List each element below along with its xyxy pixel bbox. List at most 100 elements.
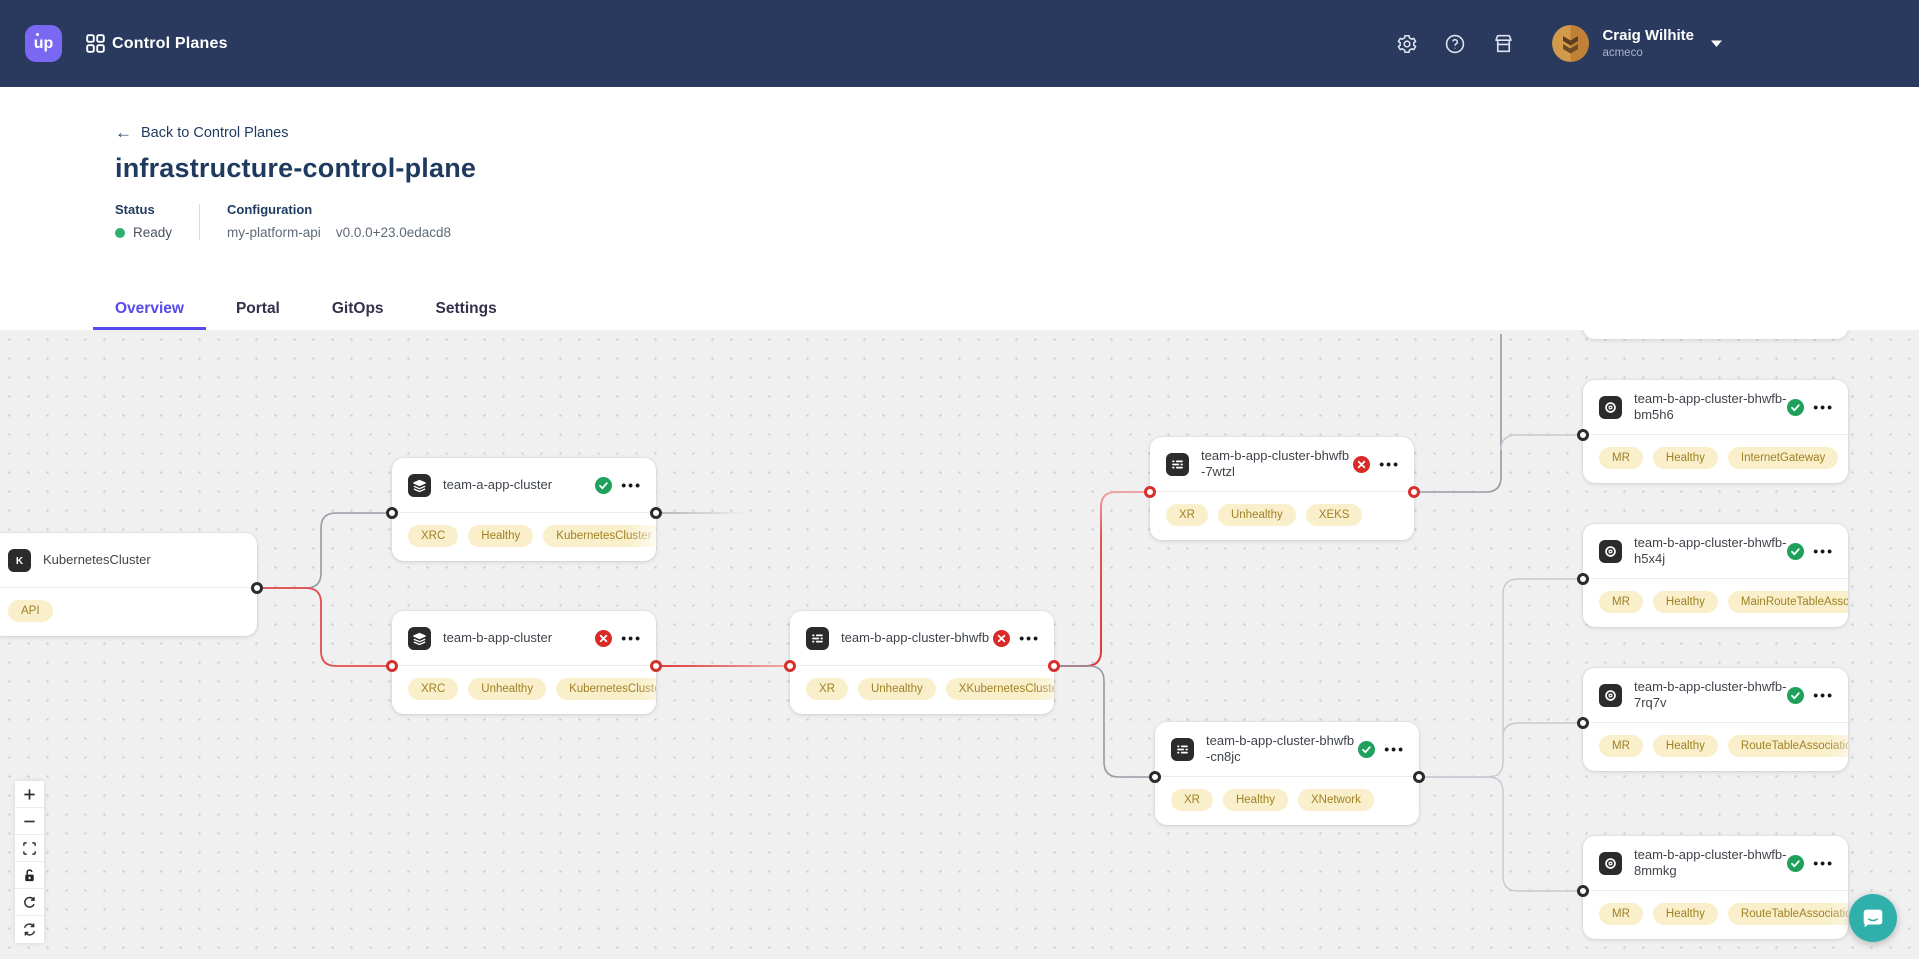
connection-handle-right[interactable] <box>1413 771 1425 783</box>
tab-settings[interactable]: Settings <box>435 300 497 317</box>
healthy-check-icon <box>1358 740 1376 758</box>
healthy-check-icon <box>1787 686 1805 704</box>
edge-layer <box>257 334 1577 892</box>
node-menu-button[interactable]: ••• <box>621 630 642 646</box>
zoom-out-button[interactable] <box>15 808 44 835</box>
badge-healthy: Healthy <box>468 525 534 547</box>
fit-view-button[interactable] <box>15 835 44 862</box>
node-menu-button[interactable]: ••• <box>1813 399 1834 415</box>
unhealthy-x-icon <box>595 629 613 647</box>
badge-mr: MR <box>1599 591 1643 613</box>
connection-handle-left[interactable] <box>1577 429 1589 441</box>
badge-xnetwork: XNetwork <box>1297 789 1374 811</box>
connection-handle-left[interactable] <box>1577 885 1589 897</box>
badge-healthy: Healthy <box>1652 735 1718 757</box>
node-card[interactable]: team-b-app-cluster-bhwfb-8mmkg ••• MR Healt… <box>1583 836 1848 939</box>
node-label: KubernetesCluster <box>43 551 151 567</box>
chat-launcher[interactable] <box>1849 894 1897 942</box>
connection-handle-right[interactable] <box>650 660 662 672</box>
zoom-out-icon <box>22 814 37 829</box>
badge-mr: MR <box>1599 735 1643 757</box>
fit-view-icon <box>22 841 37 856</box>
connection-handle-left[interactable] <box>1149 771 1161 783</box>
node-menu-button[interactable]: ••• <box>621 477 642 493</box>
swap-button[interactable] <box>15 916 44 943</box>
edge <box>1414 334 1502 493</box>
node-menu-button[interactable]: ••• <box>1019 630 1040 646</box>
edge <box>1419 578 1577 778</box>
upbound-logo[interactable]: up <box>25 25 62 62</box>
node-label: team-a-app-cluster <box>443 476 553 492</box>
badge-healthy: Healthy <box>1652 903 1718 925</box>
zoom-in-button[interactable] <box>15 781 44 808</box>
tab-overview[interactable]: Overview <box>93 300 206 330</box>
tab-gitops[interactable]: GitOps <box>331 300 384 317</box>
node-menu-button[interactable]: ••• <box>1813 855 1834 871</box>
connection-handle-right[interactable] <box>251 582 263 594</box>
help-button[interactable] <box>1438 27 1472 61</box>
edge <box>1054 491 1150 667</box>
mr-resource-icon <box>1599 395 1622 419</box>
connection-handle-left[interactable] <box>386 660 398 672</box>
connection-handle-left[interactable] <box>784 660 796 672</box>
configuration-label: Configuration <box>227 202 313 217</box>
tab-portal[interactable]: Portal <box>235 300 280 317</box>
lock-button[interactable] <box>15 862 44 889</box>
node-label: team-b-app-cluster-bhwfb-8mmkg <box>1634 846 1787 878</box>
zoom-in-icon <box>22 787 37 802</box>
node-menu-button[interactable]: ••• <box>1813 543 1834 559</box>
node-label: team-b-app-cluster-bhwfb <box>841 629 990 645</box>
node-label: team-b-app-cluster <box>443 629 553 645</box>
settings-button[interactable] <box>1390 27 1424 61</box>
healthy-check-icon <box>1787 854 1805 872</box>
healthy-check-icon <box>1787 398 1805 416</box>
status-label: Status <box>115 202 155 217</box>
healthy-check-icon <box>1787 542 1805 560</box>
tab-bar: Overview Portal GitOps Settings <box>93 300 519 330</box>
connection-handle-left[interactable] <box>1144 486 1156 498</box>
edge <box>257 587 392 667</box>
help-icon <box>1446 34 1465 53</box>
connection-handle-left[interactable] <box>386 507 398 519</box>
node-card[interactable]: team-b-app-cluster-bhwfb-7rq7v ••• MR Healt… <box>1583 668 1848 771</box>
connection-handle-left[interactable] <box>1577 573 1589 585</box>
badge-unhealthy: Unhealthy <box>468 678 547 700</box>
rotate-button[interactable] <box>15 889 44 916</box>
node-label: team-b-app-cluster-bhwfb-7rq7v <box>1634 678 1787 710</box>
node-menu-button[interactable]: ••• <box>1384 741 1405 757</box>
marketplace-button[interactable] <box>1486 27 1520 61</box>
connection-handle-left[interactable] <box>1577 717 1589 729</box>
connection-handle-right[interactable] <box>1408 486 1420 498</box>
node-menu-button[interactable]: ••• <box>1813 687 1834 703</box>
badge-mainroutetableassociation: MainRouteTableAssociation <box>1727 591 1848 613</box>
back-link[interactable]: ← Back to Control Planes <box>115 124 289 141</box>
badge-mr: MR <box>1599 903 1643 925</box>
badge-kubernetescluster: KubernetesCluster <box>543 525 656 547</box>
badge-api: API <box>8 600 53 622</box>
badge-healthy: Healthy <box>1652 447 1718 469</box>
mr-resource-icon <box>1599 851 1622 875</box>
xrc-resource-icon <box>408 626 431 650</box>
storefront-icon <box>1495 34 1512 53</box>
edge <box>257 512 392 589</box>
node-menu-button[interactable]: ••• <box>1379 456 1400 472</box>
user-menu[interactable]: Craig Wilhite acmeco <box>1552 25 1723 62</box>
connection-handle-right[interactable] <box>1048 660 1060 672</box>
connection-handle-right[interactable] <box>650 507 662 519</box>
svg-text:K: K <box>16 555 24 566</box>
edge <box>1502 722 1577 738</box>
